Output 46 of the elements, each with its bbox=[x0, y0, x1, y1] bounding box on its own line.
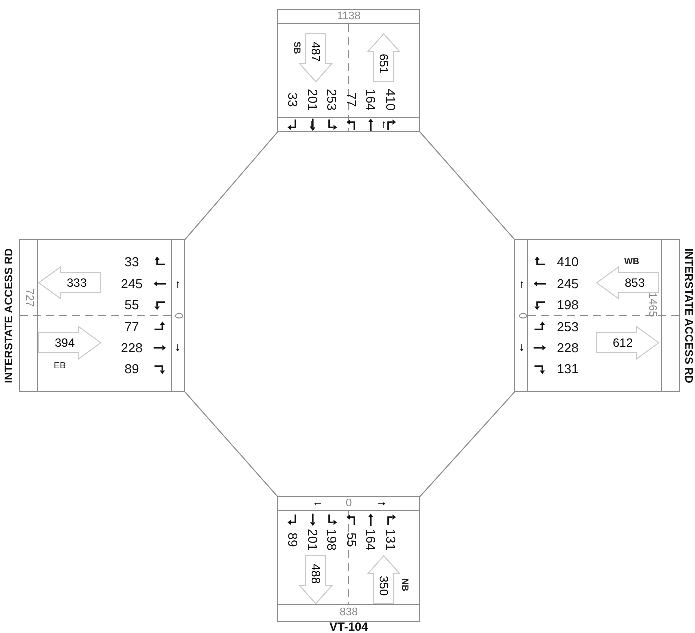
road-name: VT-104 bbox=[330, 621, 368, 633]
volume-number: 198 bbox=[557, 298, 579, 312]
direction-label: NB bbox=[400, 578, 410, 592]
approach-total: 1138 bbox=[337, 12, 361, 22]
volume-number: 228 bbox=[121, 342, 143, 354]
volume-number: 89 bbox=[286, 532, 300, 548]
road-name: INTERSTATE ACCESS RD bbox=[4, 248, 16, 384]
volume-number: 33 bbox=[286, 92, 300, 108]
volume-number: 853 bbox=[624, 277, 646, 289]
volume-number: 410 bbox=[384, 89, 398, 111]
volume-number: 55 bbox=[346, 532, 358, 548]
volume-number: 77 bbox=[346, 92, 358, 108]
road-name: INTERSTATE ACCESS RD bbox=[682, 248, 694, 384]
approach-total: 0 bbox=[516, 312, 528, 320]
direction-label: EB bbox=[54, 362, 66, 370]
volume-number: 228 bbox=[557, 342, 579, 354]
volume-number: 198 bbox=[326, 529, 338, 551]
volume-number: 77 bbox=[124, 320, 140, 334]
volume-number: 89 bbox=[124, 362, 140, 376]
approach-total: 0 bbox=[346, 498, 352, 510]
approach-total: 838 bbox=[340, 608, 358, 618]
volume-number: 394 bbox=[54, 337, 76, 349]
volume-number: 651 bbox=[378, 54, 390, 74]
volume-number: 253 bbox=[557, 320, 579, 334]
volume-number: 488 bbox=[310, 564, 322, 584]
volume-number: 33 bbox=[124, 256, 140, 268]
direction-label: WB bbox=[624, 258, 640, 266]
volume-number: 410 bbox=[557, 256, 579, 268]
volume-number: 201 bbox=[306, 89, 320, 111]
approach-total: 727 bbox=[24, 288, 34, 308]
volume-number: 350 bbox=[378, 576, 390, 596]
approach-total: 1465 bbox=[646, 292, 658, 318]
volume-number: 164 bbox=[364, 89, 378, 111]
volume-number: 245 bbox=[557, 278, 579, 290]
volume-number: 131 bbox=[557, 362, 579, 376]
volume-number: 131 bbox=[384, 529, 398, 551]
volume-number: 253 bbox=[326, 89, 338, 111]
approach-total: 0 bbox=[172, 312, 184, 320]
volume-number: 487 bbox=[310, 42, 322, 62]
volume-number: 245 bbox=[121, 278, 143, 290]
volume-number: 55 bbox=[124, 298, 140, 312]
volume-number: 201 bbox=[306, 529, 320, 551]
volume-number: 164 bbox=[364, 529, 378, 551]
volume-number: 333 bbox=[66, 277, 88, 289]
volume-number: 612 bbox=[612, 337, 634, 349]
direction-label: SB bbox=[292, 42, 302, 54]
